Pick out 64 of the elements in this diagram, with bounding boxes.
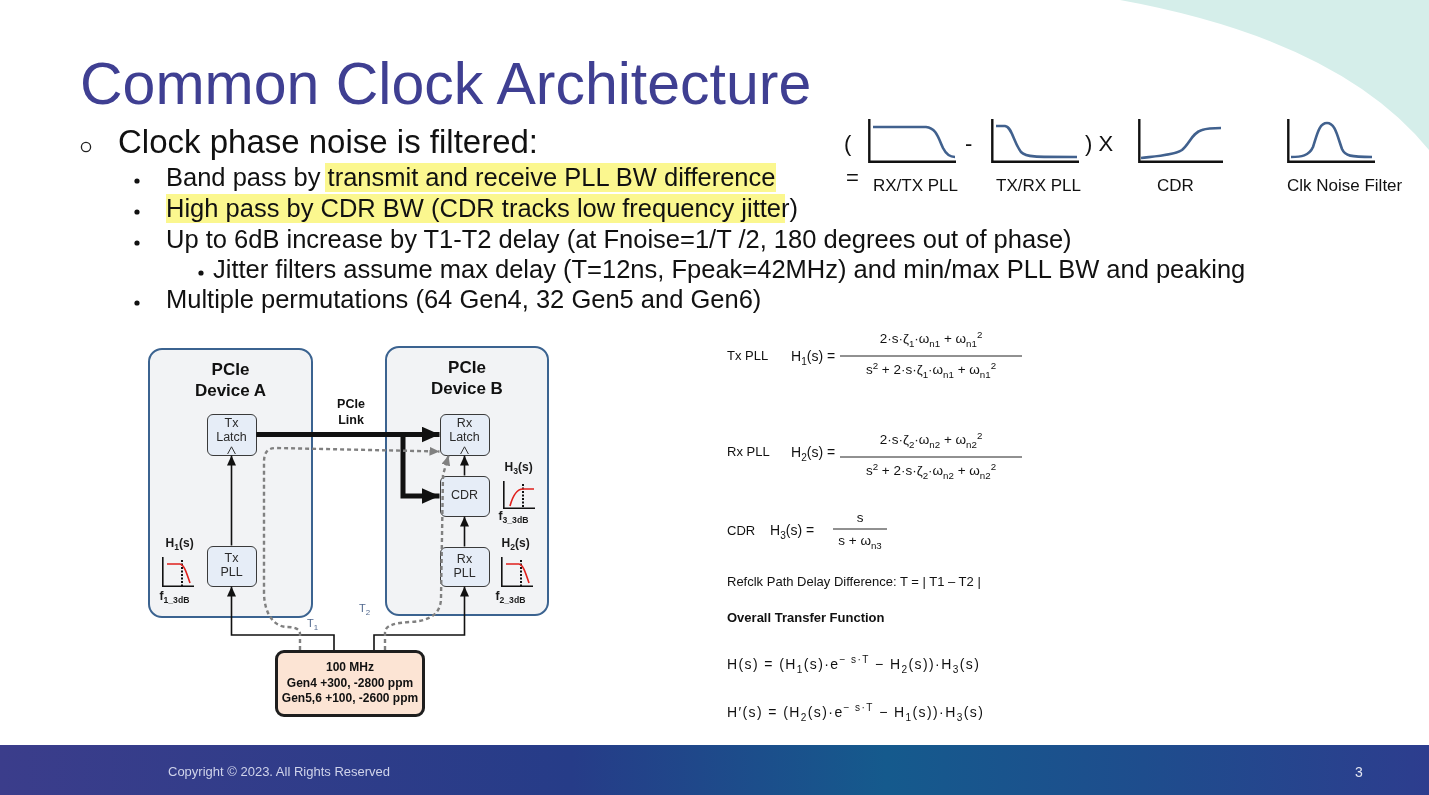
arrow (227, 454, 236, 547)
clock-spec-text: 100 MHz (326, 660, 374, 676)
function-block (206, 545, 257, 587)
formula-label: Rx PLL (727, 445, 770, 460)
bullet-text: Up to 6dB increase by T1-T2 delay (at Fnoise=1/T /2, 180 degrees out of phase) (166, 225, 1072, 255)
section-heading: Overall Transfer Function (727, 611, 885, 626)
math-operator: = (846, 165, 859, 191)
transfer-function-label: H$_{2}$(s) (501, 536, 530, 551)
curve-caption: CDR (1157, 176, 1194, 196)
formula-label: Tx PLL (727, 349, 769, 364)
math-operator: - (965, 131, 973, 157)
bullet-text: Band pass by transmit and receive PLL BW difference (166, 163, 776, 193)
arrow (373, 585, 469, 651)
clock-spec-text: Gen5,6 +100, -2600 ppm (281, 691, 419, 707)
cutoff-frequency-label: f$_{1_3dB}$ (159, 589, 190, 604)
dashed-arrow (383, 455, 451, 650)
formula-text: s (855, 510, 865, 526)
cutoff-frequency-label: f$_{2_3dB}$ (495, 589, 526, 604)
bullet-text: Clock phase noise is filtered: (118, 123, 539, 161)
function-block (439, 546, 490, 587)
device-title: PCIe Device A (193, 359, 268, 402)
math-operator: ) X (1085, 131, 1114, 157)
cutoff-frequency-label: f$_{3_3dB}$ (498, 509, 529, 524)
device-panel (385, 346, 549, 616)
bullet-text: Multiple permutations (64 Gen4, 32 Gen5 and Gen6) (166, 285, 762, 315)
block-label: Tx PLL (219, 552, 244, 580)
arrow (460, 515, 469, 548)
transfer-function-label: H$_{1}$(s) (165, 536, 194, 551)
function-block (439, 475, 490, 517)
formula-label: CDR (727, 524, 756, 539)
curve-caption: TX/RX PLL (996, 176, 1082, 196)
page-number: 3 (1355, 764, 1363, 781)
note-text: Refclk Path Delay Difference: T = | T1 – T2 | (727, 575, 981, 590)
dashed-arrow (262, 446, 440, 650)
block-label: Rx PLL (452, 552, 477, 581)
math-operator: ( (844, 131, 852, 157)
footer-text: Copyright © 2023. All Rights Reserved (168, 765, 391, 780)
edge-label: PCIe Link (336, 397, 366, 429)
slide-title: Common Clock Architecture (80, 51, 812, 119)
arrow (227, 585, 335, 651)
formula-text: H$_{1}$(s) = (791, 348, 836, 365)
formula-text: H′(s) = (H$_{2}$(s)·e$^{− s·T}$ − H$_{1}$(s))·H$_{3}$(s) (727, 704, 985, 721)
function-block (206, 413, 257, 456)
bullet-text: High pass by CDR BW (CDR tracks low frequency jitter) (166, 194, 798, 224)
device-panel (148, 348, 313, 618)
clock-spec-text: Gen4 +300, -2800 ppm (286, 675, 414, 692)
formula-text: H$_{3}$(s) = (770, 522, 815, 539)
clock-source-box (275, 650, 425, 717)
block-label: Rx Latch (448, 416, 481, 445)
arrow (460, 454, 469, 477)
device-title: PCIe Device B (430, 357, 504, 400)
edge-label: T$_{1}$ (307, 617, 319, 630)
thick-arrow (256, 432, 440, 504)
formula-text: H$_{2}$(s) = (791, 444, 836, 461)
formula-text: s + ω$_{n3}$ (837, 533, 883, 549)
curve-caption: RX/TX PLL (873, 176, 959, 196)
formula-text: H(s) = (H$_{1}$(s)·e$^{− s·T}$ − H$_{2}$(s))·H$_{3}$(s) (727, 656, 981, 673)
block-label: Tx Latch (215, 416, 248, 445)
function-block (439, 413, 490, 456)
curve-caption: Clk Noise Filter (1287, 176, 1403, 196)
bullet-text: Jitter filters assume max delay (T=12ns, Fpeak=42MHz) and min/max PLL BW and peaking (213, 255, 1246, 285)
block-label: CDR (449, 489, 480, 503)
transfer-function-label: H$_{3}$(s) (504, 460, 533, 475)
edge-label: T$_{2}$ (359, 602, 371, 615)
